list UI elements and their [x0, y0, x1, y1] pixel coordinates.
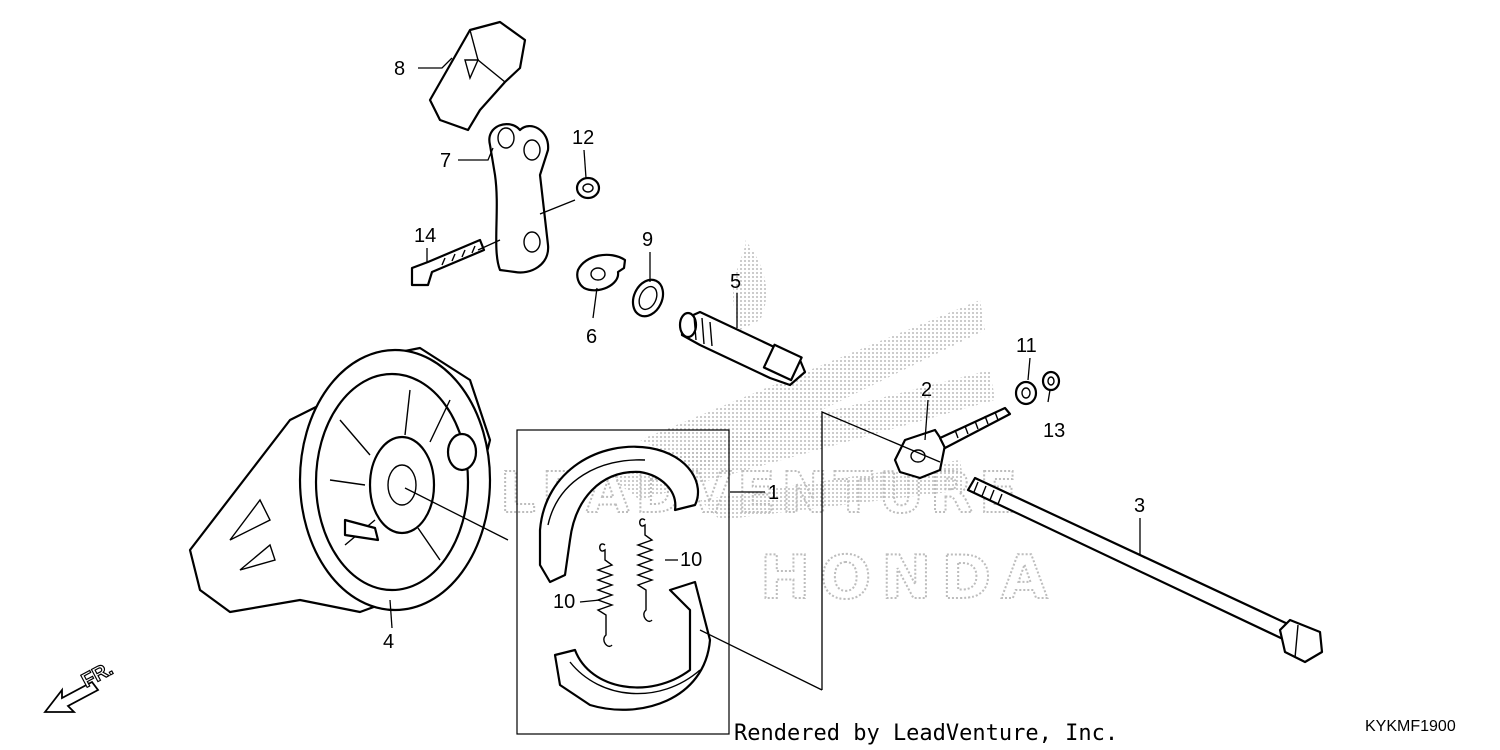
callout-4[interactable]: 4 [383, 631, 394, 653]
part-1-brake-shoe-upper [538, 445, 700, 584]
part-8-cover [428, 20, 527, 132]
watermark-text-honda: HONDA [760, 543, 1058, 613]
part-12-nut [575, 176, 601, 200]
part-7-brake-arm [488, 123, 550, 274]
callout-8[interactable]: 8 [394, 58, 405, 80]
diagram-code: KYKMF1900 [1365, 718, 1456, 735]
callout-5[interactable]: 5 [730, 271, 741, 293]
part-4-brake-panel [188, 346, 492, 614]
part-1-brake-shoe-lower [553, 580, 712, 711]
callout-7[interactable]: 7 [440, 150, 451, 172]
callout-2[interactable]: 2 [921, 379, 932, 401]
part-11-nut [1014, 380, 1038, 406]
front-direction-arrow-icon: FR. [43, 657, 117, 713]
part-9-seal [631, 278, 665, 318]
part-13-washer [1041, 370, 1061, 392]
leader-lines [389, 57, 1146, 691]
part-5-brake-cam [678, 310, 807, 387]
callout-9[interactable]: 9 [642, 229, 653, 251]
part-6-wear-indicator-plate [576, 253, 627, 292]
part-10-spring-left [595, 543, 615, 647]
callout-1[interactable]: 1 [768, 482, 779, 504]
callout-14[interactable]: 14 [414, 225, 436, 247]
callout-13[interactable]: 13 [1043, 420, 1065, 442]
callout-3[interactable]: 3 [1134, 495, 1145, 517]
callout-12[interactable]: 12 [572, 127, 594, 149]
part-10-spring-right [635, 518, 655, 622]
callout-11[interactable]: 11 [1016, 335, 1037, 357]
callout-10-upper[interactable]: 10 [680, 549, 702, 571]
callout-10-lower[interactable]: 10 [553, 591, 575, 613]
part-1-kit-box [516, 429, 730, 735]
callout-6[interactable]: 6 [586, 326, 597, 348]
render-credit: Rendered by LeadVenture, Inc. [734, 721, 1118, 746]
part-3-axle [966, 476, 1324, 664]
part-14-bolt [410, 238, 486, 287]
honda-wing-watermark [600, 240, 995, 520]
